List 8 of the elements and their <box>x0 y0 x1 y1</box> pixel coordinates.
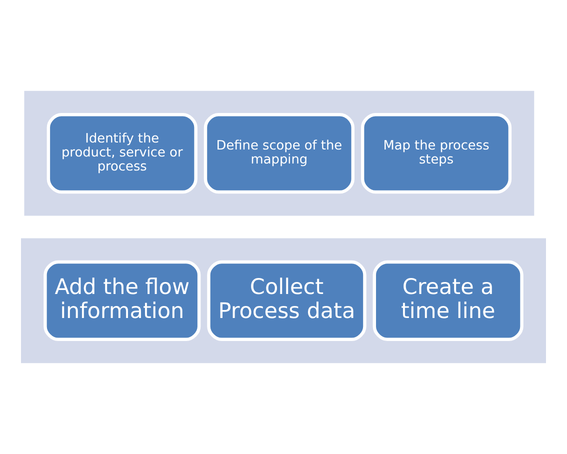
node-box: Collect Process data <box>207 260 366 342</box>
node-box: Create a time line <box>372 260 524 342</box>
node-box: Define scope of the mapping <box>204 112 354 194</box>
cluster <box>21 238 546 364</box>
node-box: Add the flow information <box>44 260 201 342</box>
node-box: Map the process steps <box>360 112 512 194</box>
node-box: Identify the product, service or process <box>46 112 198 194</box>
cluster <box>24 90 534 216</box>
